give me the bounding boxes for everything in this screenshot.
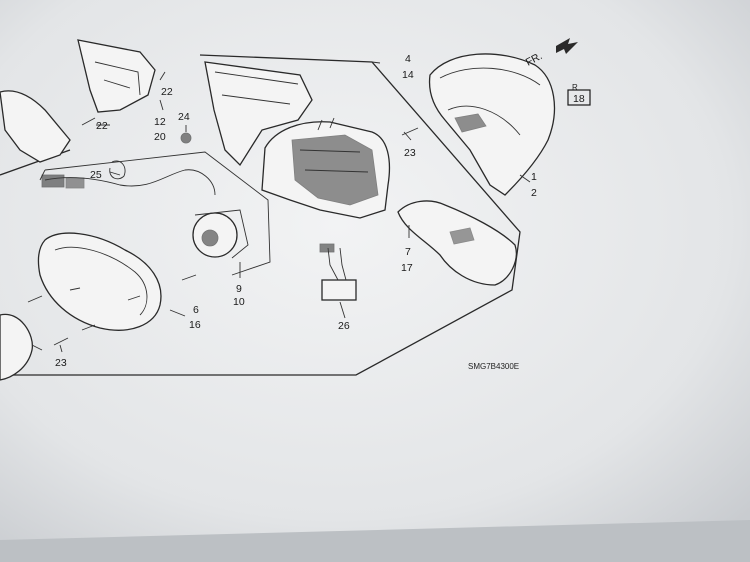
glass-tab xyxy=(31,344,43,351)
callout-10: 10 xyxy=(233,296,245,308)
callout-24: 24 xyxy=(178,111,190,123)
callout-9: 9 xyxy=(236,283,242,295)
cap-detail xyxy=(439,67,541,136)
callout-17: 17 xyxy=(401,262,413,274)
callout-22-left: 22 xyxy=(96,120,108,132)
mirror-base xyxy=(204,61,313,167)
lamp-connector xyxy=(319,243,335,253)
garnish-detail xyxy=(94,61,141,96)
callout-2: 2 xyxy=(531,187,537,199)
callout-12: 12 xyxy=(154,116,166,128)
mirror-glass xyxy=(0,313,33,381)
boxed-callout-frame xyxy=(567,89,591,106)
actuator-gear xyxy=(201,229,219,247)
frame-detail xyxy=(299,117,369,173)
lamp-wiring xyxy=(327,247,347,281)
screw-icon xyxy=(27,117,419,346)
lower-cover-clip xyxy=(449,227,475,245)
holder-clip xyxy=(69,287,141,301)
connector-b xyxy=(65,177,85,189)
lamp-unit xyxy=(321,279,357,301)
callout-22-upper: 22 xyxy=(161,86,173,98)
callout-4: 4 xyxy=(405,53,411,65)
callout-14: 14 xyxy=(402,69,414,81)
monitor-bezel xyxy=(0,520,750,562)
cap-clip xyxy=(454,113,487,133)
callout-6: 6 xyxy=(193,304,199,316)
actuator-housing xyxy=(194,209,249,259)
inner-garnish-left xyxy=(0,90,71,163)
harness-clip xyxy=(109,160,126,180)
callout-25: 25 xyxy=(90,169,102,181)
connector-a xyxy=(41,174,65,188)
diagram-code: SMG7B4300E xyxy=(468,362,519,371)
inner-garnish-upper xyxy=(77,39,156,113)
callout-16: 16 xyxy=(189,319,201,331)
mirror-holder xyxy=(37,232,162,331)
callout-1: 1 xyxy=(531,171,537,183)
mirror-cover-cap xyxy=(428,53,556,196)
corner-mark: R xyxy=(572,83,578,92)
actuator-mechanism xyxy=(291,134,379,206)
callout-23-bottom: 23 xyxy=(55,357,67,369)
boxed-callout: 18 xyxy=(573,93,585,105)
base-detail xyxy=(214,71,299,105)
holder-inner xyxy=(54,246,148,316)
callout-20: 20 xyxy=(154,131,166,143)
callout-7: 7 xyxy=(405,246,411,258)
front-direction-arrow-icon xyxy=(556,38,578,54)
nut-icon xyxy=(180,132,192,144)
callout-leaders xyxy=(59,61,531,353)
callout-26: 26 xyxy=(338,320,350,332)
callout-23-right: 23 xyxy=(404,147,416,159)
